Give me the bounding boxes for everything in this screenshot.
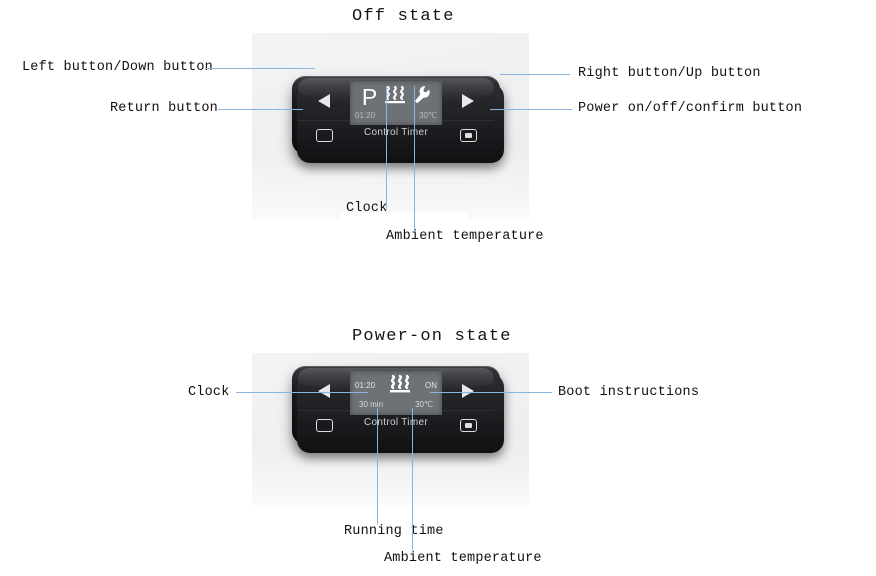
running-time-value-on: 30 min bbox=[359, 400, 384, 409]
controller-device-off-state: P bbox=[292, 76, 504, 163]
screen-assembly-off: P bbox=[350, 81, 442, 149]
power-square-icon bbox=[459, 418, 477, 432]
right-arrow-button-off[interactable] bbox=[442, 82, 494, 120]
section-title-power-on-state: Power-on state bbox=[352, 327, 512, 346]
leader-power-button-off bbox=[490, 109, 572, 111]
callout-running-time-on: Running time bbox=[344, 524, 444, 539]
left-arrow-icon bbox=[318, 94, 330, 108]
callout-return-button-off: Return button bbox=[110, 101, 218, 116]
leader-boot-instructions-on bbox=[430, 392, 552, 394]
leader-clock-off bbox=[386, 86, 388, 209]
callout-ambient-temperature-on: Ambient temperature bbox=[384, 551, 542, 566]
temperature-value-off: 30℃ bbox=[419, 111, 437, 120]
heat-waves-icon bbox=[389, 374, 411, 396]
callout-clock-off: Clock bbox=[346, 201, 388, 216]
leader-return-button-off bbox=[218, 109, 303, 111]
return-square-icon bbox=[315, 418, 333, 432]
power-square-icon bbox=[459, 128, 477, 142]
controller-device-power-on-state: 01:20 ON 30 min bbox=[292, 366, 504, 453]
power-button-off[interactable] bbox=[442, 120, 494, 149]
leader-left-button-off bbox=[205, 68, 315, 70]
wrench-icon bbox=[413, 85, 430, 110]
power-button-on[interactable] bbox=[442, 410, 494, 439]
right-arrow-icon bbox=[462, 94, 474, 108]
leader-temperature-off bbox=[414, 86, 416, 232]
leader-temperature-on bbox=[412, 408, 414, 553]
left-arrow-icon bbox=[318, 384, 330, 398]
lcd-top-row-on: 01:20 ON bbox=[355, 374, 437, 396]
callout-clock-on: Clock bbox=[188, 385, 230, 400]
leader-running-time-on bbox=[377, 408, 379, 524]
right-key-column-off bbox=[442, 82, 494, 148]
left-key-column-on bbox=[298, 372, 350, 438]
lcd-main-row-off: P bbox=[350, 84, 442, 110]
lcd-bottom-row-on: 30 min 30℃ bbox=[359, 400, 433, 409]
return-square-icon bbox=[315, 128, 333, 142]
screen-assembly-on: 01:20 ON 30 min bbox=[350, 371, 442, 439]
heat-waves-icon bbox=[384, 85, 406, 110]
left-arrow-button-on[interactable] bbox=[298, 372, 350, 410]
return-button-off[interactable] bbox=[298, 120, 350, 149]
device-brand-label-off: Control Timer bbox=[364, 127, 428, 138]
leader-right-button-off bbox=[500, 74, 570, 76]
lcd-display-off: P bbox=[350, 81, 442, 125]
clock-value-on: 01:20 bbox=[355, 380, 376, 390]
return-button-on[interactable] bbox=[298, 410, 350, 439]
left-arrow-button-off[interactable] bbox=[298, 82, 350, 120]
clock-value-off: 01:20 bbox=[355, 111, 376, 120]
callout-boot-instructions-on: Boot instructions bbox=[558, 385, 700, 400]
right-arrow-button-on[interactable] bbox=[442, 372, 494, 410]
callout-ambient-temperature-off: Ambient temperature bbox=[386, 229, 544, 244]
mode-glyph-p: P bbox=[361, 83, 378, 110]
section-title-off-state: Off state bbox=[352, 7, 455, 26]
status-value-on: ON bbox=[425, 380, 437, 390]
right-arrow-icon bbox=[462, 384, 474, 398]
temperature-value-on: 30℃ bbox=[415, 400, 433, 409]
lcd-foot-row-off: 01:20 30℃ bbox=[355, 111, 437, 120]
callout-right-button-off: Right button/Up button bbox=[578, 66, 761, 81]
left-key-column-off bbox=[298, 82, 350, 148]
callout-left-button-off: Left button/Down button bbox=[22, 60, 213, 75]
callout-power-button-off: Power on/off/confirm button bbox=[578, 101, 803, 116]
device-brand-label-on: Control Timer bbox=[364, 417, 428, 428]
right-key-column-on bbox=[442, 372, 494, 438]
leader-clock-on bbox=[236, 392, 368, 394]
